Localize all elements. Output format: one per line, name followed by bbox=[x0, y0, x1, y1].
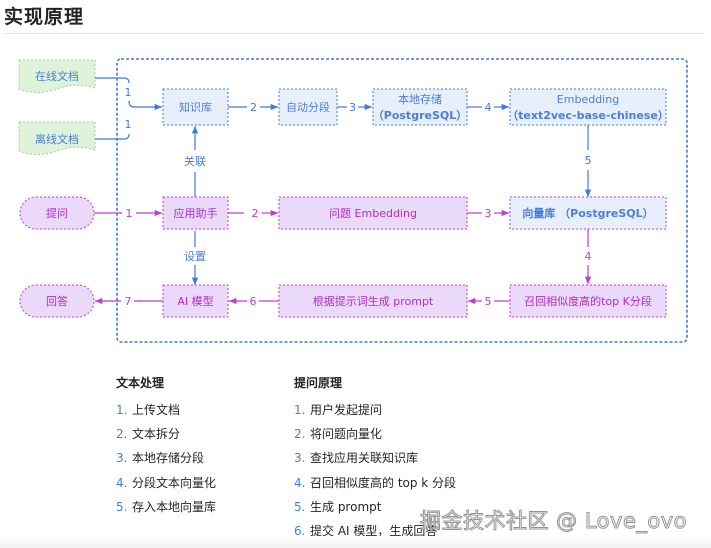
offline-doc-label: 离线文档 bbox=[35, 132, 79, 146]
list-item-number: 2. bbox=[294, 427, 306, 442]
list-item-text: 生成 prompt bbox=[310, 499, 382, 514]
list-item: 5. 存入本地向量库 bbox=[116, 495, 216, 519]
online-doc-node: 在线文档 bbox=[18, 59, 96, 93]
setting-label: 设置 bbox=[184, 250, 206, 263]
title-divider bbox=[4, 33, 704, 34]
list-item: 5. 生成 prompt bbox=[294, 495, 456, 519]
list-item-text: 分段文本向量化 bbox=[132, 475, 217, 490]
edge-label-kb-seg: 2 bbox=[250, 101, 257, 114]
bottom-fade bbox=[0, 536, 711, 548]
text-processing-list: 1. 上传文档 2. 文本拆分 3. 本地存储分段 4. 分段文本向量化 5. 存入本地向量库 bbox=[116, 398, 216, 519]
edge-label-seg-store: 3 bbox=[349, 101, 356, 114]
question-principle-heading: 提问原理 bbox=[294, 376, 343, 390]
auto-segment-node: 自动分段 bbox=[278, 88, 338, 126]
vector-db-node: 向量库 （PostgreSQL） bbox=[509, 196, 667, 230]
offline-doc-node: 离线文档 bbox=[18, 121, 96, 155]
edge-label-recall-prompt: 5 bbox=[485, 295, 492, 308]
edge-label-vec-recall: 4 bbox=[585, 250, 592, 263]
edge-label-offline: 1 bbox=[125, 118, 132, 131]
list-item-number: 1. bbox=[294, 403, 306, 417]
auto-segment-label: 自动分段 bbox=[286, 100, 330, 114]
question-node: 提问 bbox=[19, 196, 95, 230]
list-item: 1. 用户发起提问 bbox=[294, 398, 456, 422]
list-item-number: 2. bbox=[116, 427, 128, 442]
edge-label-qemb-vec: 3 bbox=[485, 207, 492, 220]
knowledge-base-node: 知识库 bbox=[162, 88, 229, 126]
list-item-text: 存入本地向量库 bbox=[132, 499, 217, 514]
link-label: 关联 bbox=[184, 154, 206, 168]
list-item: 1. 上传文档 bbox=[116, 398, 216, 422]
list-item-text: 文本拆分 bbox=[132, 427, 181, 442]
online-doc-label: 在线文档 bbox=[35, 69, 79, 83]
list-item: 3. 本地存储分段 bbox=[116, 446, 216, 470]
text-processing-heading: 文本处理 bbox=[116, 376, 165, 390]
top-row-edges bbox=[228, 103, 592, 197]
list-item: 2. 将问题向量化 bbox=[294, 422, 456, 446]
question-flow-edges bbox=[94, 209, 592, 305]
list-item: 6. 提交 AI 模型，生成回答 bbox=[294, 519, 456, 543]
list-item: 3. 查找应用关联知识库 bbox=[294, 446, 456, 470]
embedding-node: Embedding （text2vec-base-chinese） bbox=[507, 88, 669, 126]
local-storage-label: 本地存储 bbox=[398, 92, 442, 106]
question-embedding-node: 问题 Embedding bbox=[278, 196, 468, 230]
question-label: 提问 bbox=[46, 207, 68, 220]
edge-label-emb-vec: 5 bbox=[585, 154, 592, 167]
answer-node: 回答 bbox=[19, 284, 95, 318]
list-item-number: 6. bbox=[294, 523, 306, 538]
gen-prompt-node: 根据提示词生成 prompt bbox=[278, 284, 468, 318]
list-item-text: 查找应用关联知识库 bbox=[310, 451, 419, 466]
list-item: 4. 召回相似度高的 top k 分段 bbox=[294, 471, 456, 495]
app-assistant-label: 应用助手 bbox=[174, 206, 218, 220]
list-item-number: 5. bbox=[294, 499, 306, 514]
list-item-text: 用户发起提问 bbox=[310, 403, 383, 417]
list-item-number: 3. bbox=[116, 451, 128, 466]
local-storage-node: 本地存储 （PostgreSQL） bbox=[372, 88, 468, 126]
recall-topk-node: 召回相似度高的top K分段 bbox=[509, 284, 667, 318]
app-assistant-node: 应用助手 bbox=[162, 196, 229, 230]
edge-label-app-qemb: 2 bbox=[252, 207, 259, 220]
list-item-number: 3. bbox=[294, 451, 306, 466]
local-storage-sublabel: （PostgreSQL） bbox=[373, 109, 467, 122]
knowledge-base-label: 知识库 bbox=[179, 100, 212, 114]
architecture-diagram: 在线文档 离线文档 1 1 知识库 自动分段 本地存储 （PostgreSQL）… bbox=[18, 58, 688, 343]
ai-model-label: AI 模型 bbox=[177, 294, 213, 308]
answer-label: 回答 bbox=[46, 294, 68, 308]
vector-db-label: 向量库 （PostgreSQL） bbox=[522, 206, 653, 220]
list-item-text: 召回相似度高的 top k 分段 bbox=[310, 475, 457, 490]
edge-label-q-app: 1 bbox=[126, 207, 133, 220]
docs-merge-edge bbox=[95, 77, 162, 140]
list-item: 4. 分段文本向量化 bbox=[116, 471, 216, 495]
edge-label-prompt-ai: 6 bbox=[250, 295, 257, 308]
system-boundary bbox=[116, 58, 688, 343]
gen-prompt-label: 根据提示词生成 prompt bbox=[313, 294, 434, 308]
list-item: 2. 文本拆分 bbox=[116, 422, 216, 446]
edge-label-online: 1 bbox=[125, 86, 132, 99]
question-embedding-label: 问题 Embedding bbox=[329, 207, 417, 220]
question-principle-list: 1. 用户发起提问 2. 将问题向量化 3. 查找应用关联知识库 4. 召回相似度高的 top… bbox=[294, 398, 456, 543]
page-title: 实现原理 bbox=[4, 6, 85, 28]
list-item-text: 将问题向量化 bbox=[310, 427, 383, 442]
list-item-number: 5. bbox=[116, 499, 128, 514]
list-item-number: 4. bbox=[294, 475, 306, 490]
list-item-number: 1. bbox=[116, 403, 128, 417]
recall-topk-label: 召回相似度高的top K分段 bbox=[524, 294, 652, 308]
list-item-text: 提交 AI 模型，生成回答 bbox=[310, 523, 438, 538]
watermark: 掘金技术社区 @ Love_ovo bbox=[419, 509, 688, 534]
edge-label-ai-answer: 7 bbox=[125, 295, 132, 308]
embedding-sublabel: （text2vec-base-chinese） bbox=[507, 109, 669, 122]
list-item-text: 本地存储分段 bbox=[132, 451, 205, 466]
edge-label-store-emb: 4 bbox=[485, 101, 492, 114]
embedding-label: Embedding bbox=[557, 93, 619, 106]
list-item-text: 上传文档 bbox=[132, 403, 181, 417]
ai-model-node: AI 模型 bbox=[162, 284, 229, 318]
list-item-number: 4. bbox=[116, 475, 128, 490]
